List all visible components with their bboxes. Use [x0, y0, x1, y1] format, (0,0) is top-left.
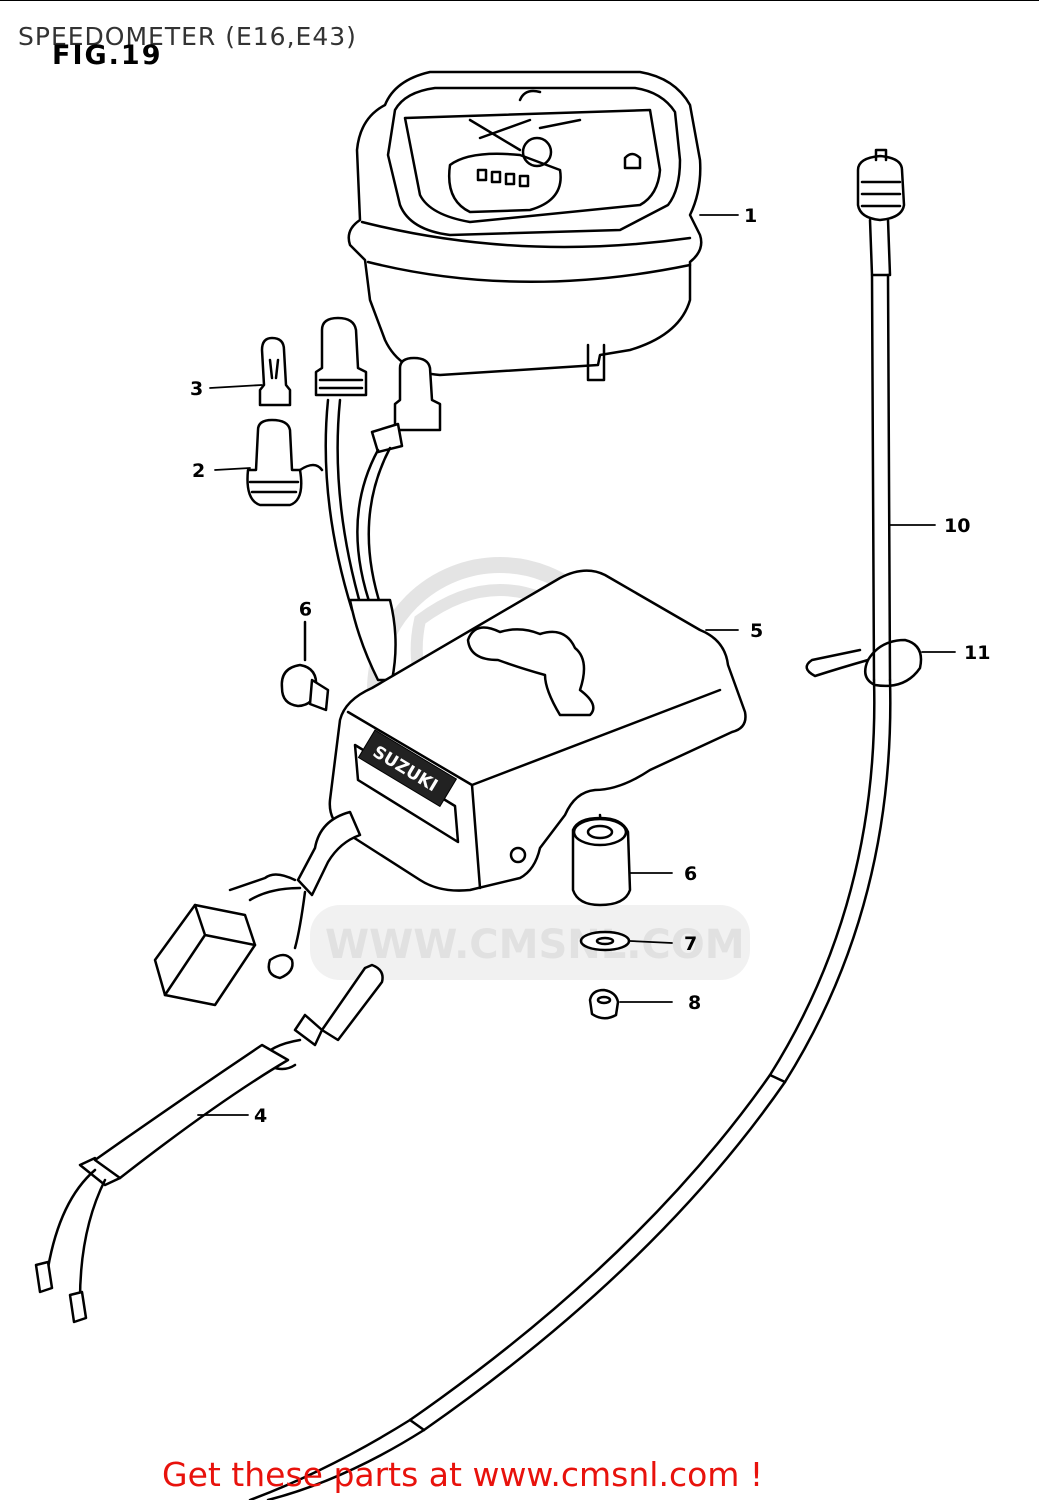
callout-3: 3: [190, 378, 203, 400]
nut: [588, 988, 620, 1020]
speedometer-housing: [347, 70, 703, 382]
top-border: [0, 0, 1039, 1]
callout-4: 4: [254, 1105, 267, 1127]
callout-5: 5: [750, 620, 763, 642]
bulb: [258, 336, 292, 407]
speedometer-cable: [248, 148, 906, 1500]
callout-2: 2: [192, 460, 205, 482]
callout-11: 11: [964, 642, 990, 664]
watermark-text: WWW.CMSNL.COM: [325, 922, 745, 968]
callout-10: 10: [944, 515, 970, 537]
callout-6: 6: [684, 863, 697, 885]
leader-lines: [197, 214, 956, 1116]
socket-wiring: [314, 316, 442, 682]
figure-number: FIG.19: [52, 40, 163, 71]
grommet: [571, 816, 632, 907]
callout-7: 7: [684, 933, 697, 955]
callout-8: 8: [688, 992, 701, 1014]
callout-1: 1: [744, 205, 757, 227]
callout-9: 9: [299, 597, 312, 619]
lamp-lead: [34, 963, 384, 1324]
washer: [579, 930, 631, 952]
cable-clip: [805, 638, 923, 688]
bulb-socket: [246, 418, 324, 507]
callout-labels: 1 2 3 4 5 6 7 8 9 10 11: [190, 205, 990, 1127]
screw: [280, 620, 330, 712]
cover-harness: [153, 810, 362, 1007]
parts-link[interactable]: Get these parts at www.cmsnl.com !: [162, 1455, 764, 1494]
page-title: SPEEDOMETER (E16,E43): [18, 22, 357, 51]
